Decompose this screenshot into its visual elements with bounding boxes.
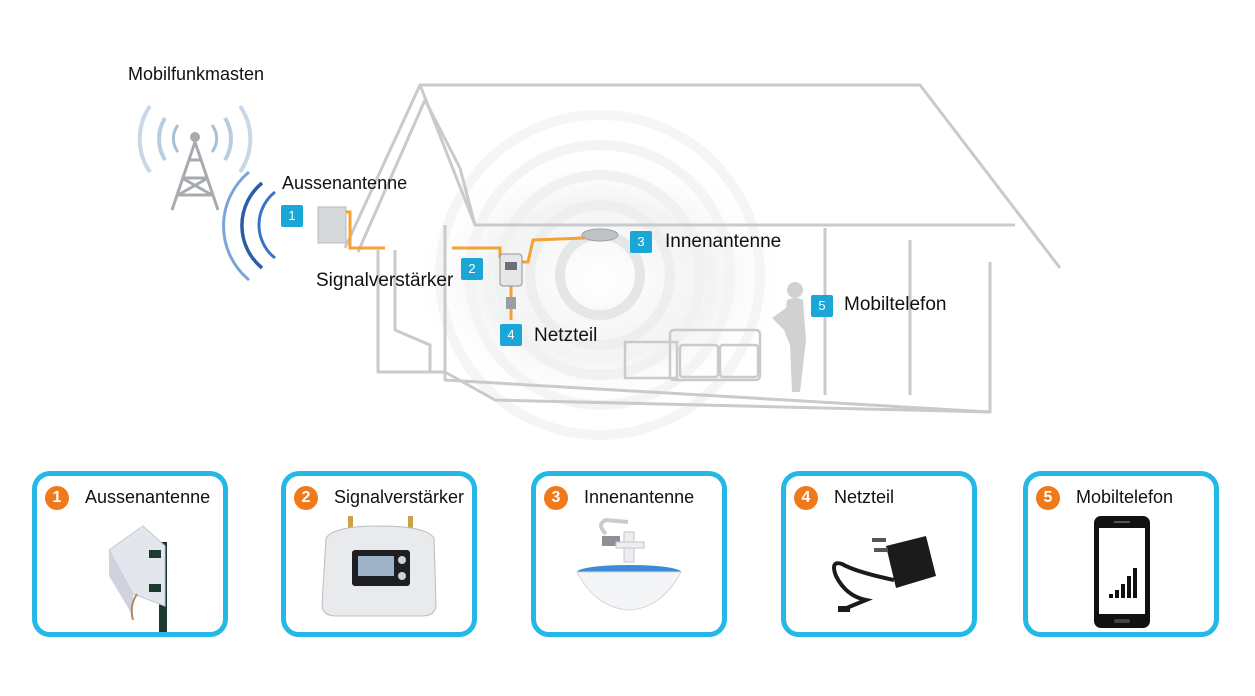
outdoor-antenna-panel (317, 206, 347, 244)
component-card-1: 1 Aussenantenne (32, 471, 228, 637)
tower-label: Mobilfunkmasten (128, 64, 265, 84)
component-card-3: 3 Innenantenne (531, 471, 727, 637)
callout-4-number: 4 (500, 324, 522, 346)
callout-2-label: Signalverstärker (316, 270, 454, 291)
callout-4-label: Netzteil (534, 325, 598, 346)
card-1-number: 1 (45, 486, 69, 510)
callout-3-number: 3 (630, 231, 652, 253)
ceiling-antenna-icon (576, 517, 682, 611)
callout-1-label: Aussenantenne (282, 173, 408, 193)
card-5-title: Mobiltelefon (1076, 487, 1174, 507)
callout-5-number: 5 (811, 295, 833, 317)
person-silhouette (772, 282, 806, 392)
card-1-title: Aussenantenne (85, 487, 211, 507)
installation-diagram: Mobilfunkmasten 1 Aussenantenne 2 Signal… (128, 64, 1062, 414)
callout-5-label: Mobiltelefon (844, 294, 947, 315)
sofa-graphic (623, 328, 762, 382)
card-3-number: 3 (544, 486, 568, 510)
ceiling-antenna-disc (581, 228, 619, 242)
card-2-number: 2 (294, 486, 318, 510)
panel-antenna-icon (108, 525, 167, 632)
cable-lines (346, 210, 586, 320)
card-2-title: Signalverstärker (334, 487, 465, 507)
component-card-2: 2 Signalverstärker (281, 471, 477, 637)
component-card-5: 5 Mobiltelefon (1023, 471, 1219, 637)
smartphone-icon (1094, 516, 1150, 628)
card-5-number: 5 (1036, 486, 1060, 510)
callout-1-number: 1 (281, 205, 303, 227)
house-outline (343, 83, 1062, 414)
power-supply-box (506, 297, 516, 309)
power-adapter-icon (832, 536, 936, 612)
cell-tower-graphic (137, 104, 253, 211)
component-card-4: 4 Netzteil (781, 471, 977, 637)
card-4-number: 4 (794, 486, 818, 510)
callout-3-label: Innenantenne (665, 231, 782, 252)
signal-booster-icon (321, 516, 437, 617)
callout-2-number: 2 (461, 258, 483, 280)
card-3-title: Innenantenne (584, 487, 695, 507)
outdoor-antenna-waves (222, 170, 276, 282)
card-4-title: Netzteil (834, 487, 895, 507)
